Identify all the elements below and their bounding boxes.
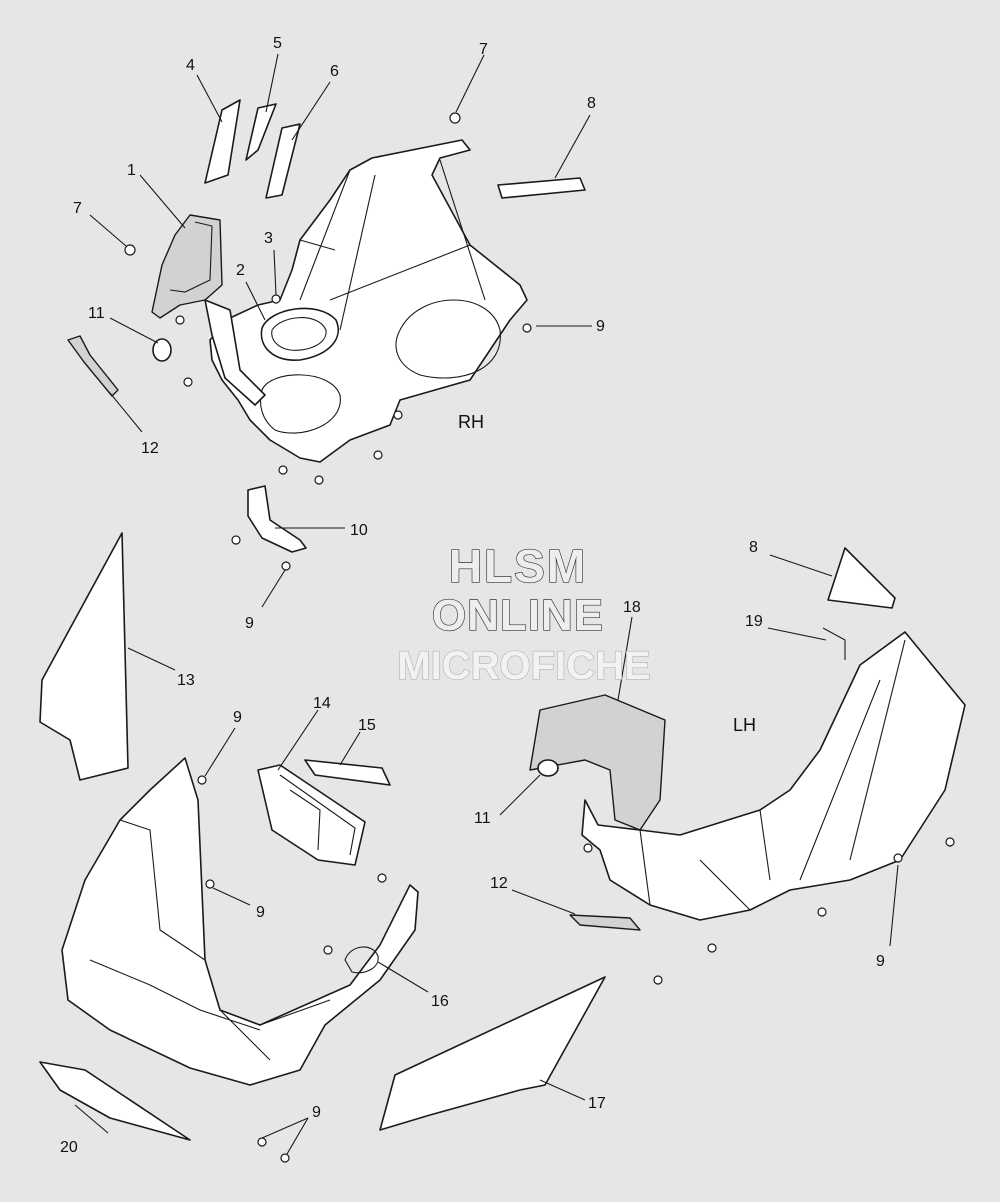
callout-20: 20 [60, 1139, 78, 1156]
hex-key-19 [822, 627, 846, 660]
rh-side-panel-assembly [67, 99, 586, 571]
lower-left-assembly [39, 532, 419, 1163]
callout-9-b: 9 [245, 615, 254, 632]
callout-11-rh: 11 [88, 305, 105, 322]
lower-shell-16 [61, 757, 419, 1086]
callout-19: 19 [745, 613, 763, 630]
watermark-line-1: HLSM [449, 540, 587, 592]
side-panel-13 [39, 532, 129, 781]
side-panel-17 [379, 976, 606, 1131]
leader-lines [74, 53, 899, 1155]
callout-15: 15 [358, 717, 376, 734]
callout-7-left: 7 [73, 200, 82, 217]
callout-5: 5 [273, 35, 282, 52]
watermark-line-2: ONLINE [432, 591, 604, 640]
fasteners-9-lh [583, 837, 955, 985]
callout-8-lh: 8 [749, 539, 758, 556]
foam-strip-5 [245, 103, 277, 161]
lh-side-panel-assembly [379, 547, 966, 1131]
decal-20 [39, 1061, 191, 1141]
callout-numbers: 1 2 3 4 5 6 7 7 8 8 9 9 9 9 9 9 10 11 11… [60, 35, 885, 1156]
rh-label: RH [458, 412, 484, 432]
callout-11-lh: 11 [474, 810, 491, 827]
plug-11-rh [152, 338, 172, 362]
rh-grommet [271, 294, 281, 304]
callout-17: 17 [588, 1095, 606, 1112]
callout-10: 10 [350, 522, 368, 539]
fasteners-9-lower-left [197, 775, 387, 1163]
vent-14 [257, 764, 366, 866]
lh-label: LH [733, 715, 756, 735]
callout-3: 3 [264, 230, 273, 247]
callout-16: 16 [431, 993, 449, 1010]
foam-pad-8-lh [827, 547, 896, 609]
foam-strip-6 [265, 123, 301, 199]
rh-side-panel [209, 139, 528, 463]
fasteners-9-upper [175, 315, 532, 571]
rh-bezel-bracket [204, 299, 266, 406]
callout-9-e: 9 [312, 1104, 321, 1121]
callout-8-rh: 8 [587, 95, 596, 112]
foam-15 [304, 759, 391, 786]
callout-6: 6 [330, 63, 339, 80]
callout-12-rh: 12 [141, 440, 159, 457]
callout-9-d: 9 [256, 904, 265, 921]
callout-4: 4 [186, 57, 195, 74]
callout-18: 18 [623, 599, 641, 616]
harness-12-lh [569, 914, 641, 931]
callout-9-c: 9 [233, 709, 242, 726]
callout-7-top: 7 [479, 41, 488, 58]
harness-12-rh [67, 335, 119, 397]
clip-7-top [449, 112, 461, 124]
callout-9-f: 9 [876, 953, 885, 970]
bracket-10 [247, 485, 307, 553]
callout-9-a: 9 [596, 318, 605, 335]
lh-side-panel [581, 631, 966, 921]
watermark: HLSM ONLINE MICROFICHE [397, 539, 652, 688]
callout-13: 13 [177, 672, 195, 689]
callout-12-lh: 12 [490, 875, 508, 892]
foam-strip-4 [204, 99, 241, 184]
callout-14: 14 [313, 695, 331, 712]
rh-air-intake-bezel [151, 214, 223, 319]
plug-11-lh [537, 759, 559, 777]
foam-pad-8-rh [497, 177, 586, 199]
watermark-line-3: MICROFICHE [397, 644, 650, 688]
callout-1: 1 [127, 162, 136, 179]
clip-7-left [124, 244, 136, 256]
callout-2: 2 [236, 262, 245, 279]
